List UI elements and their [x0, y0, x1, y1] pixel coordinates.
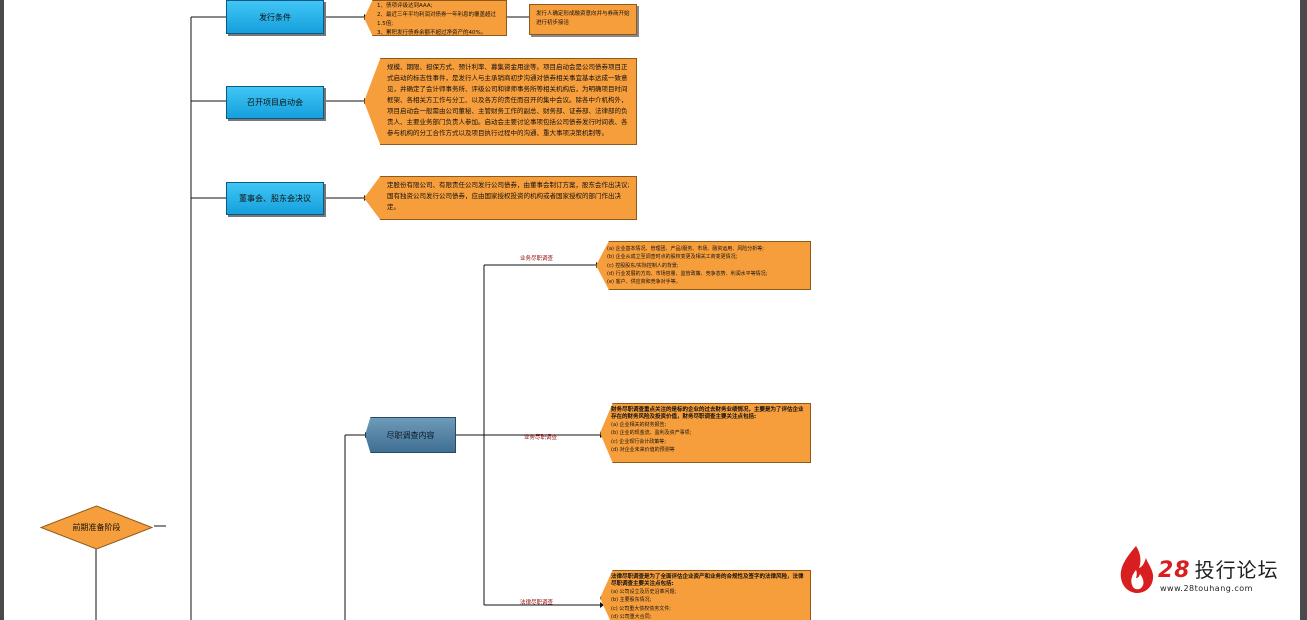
kickoff-meeting-node[interactable]: 召开项目启动会 — [226, 86, 324, 119]
pre-stage-label: 前期准备阶段 — [72, 523, 121, 532]
branch-label-business-mid: 业务尽职调查 — [524, 435, 558, 441]
issue-conditions-node[interactable]: 发行条件 — [226, 0, 324, 34]
legal-diligence-item: (b) 主要股东情况; — [611, 597, 652, 604]
legal-diligence-item: (d) 公司重大合同; — [611, 613, 652, 620]
kickoff-detail: 规模、期限、担保方式、预计利率、募集资金用途等。项目启动会是公司债券项目正式启动… — [364, 58, 637, 145]
kickoff-detail-text: 规模、期限、担保方式、预计利率、募集资金用途等。项目启动会是公司债券项目正式启动… — [387, 63, 628, 137]
finance-diligence-item: (b) 企业的现金流、盈利及资产事项; — [611, 430, 692, 437]
issue-conditions-detail: 1、债项评级达到AAA; 2、最近三年平均利润对债券一年利息的覆盖超过1.5倍;… — [364, 0, 507, 36]
board-resolution-node[interactable]: 董事会、股东会决议 — [226, 182, 324, 215]
logo-name: 投行论坛 — [1194, 558, 1279, 582]
connector-lines — [95, 14, 604, 620]
finance-diligence-heading: 财务尽职调查重点关注的是标的企业的过去财务业绩情况，主要是为了评估企业存在的财务… — [611, 407, 804, 420]
logo-url: www.28touhang.com — [1160, 584, 1253, 593]
business-diligence-detail: (a) 企业基本情况、管理团、产品/服务、市场、融资运用、风险分析等; (b) 企… — [596, 241, 811, 290]
legal-diligence-detail: 法律尽职调查是为了全面评估企业资产和业务的合规性及签字的法律风险，法律尽职调查主… — [600, 570, 811, 620]
finance-diligence-item: (a) 企业相关的财务报告; — [611, 422, 667, 428]
legal-diligence-heading: 法律尽职调查是为了全面评估企业资产和业务的合规性及签字的法律风险，法律尽职调查主… — [611, 574, 804, 587]
finance-diligence-item: (d) 对企业未来价值的预测等 — [611, 446, 675, 453]
finance-diligence-item: (c) 企业现行会计政策等; — [611, 438, 666, 445]
finance-diligence-detail: 财务尽职调查重点关注的是标的企业的过去财务业绩情况，主要是为了评估企业存在的财务… — [600, 403, 811, 463]
legal-diligence-item: (a) 公司设立及历史沿革问题; — [611, 589, 677, 595]
business-diligence-item: (b) 企业从成立至调查时点的股权变更及相关工商变更情况; — [607, 254, 738, 261]
issuer-decision-text: 发行人确定形成融资意向并与券商开始进行初步接洽 — [536, 11, 630, 26]
issuer-decision-node: 发行人确定形成融资意向并与券商开始进行初步接洽 — [529, 4, 637, 35]
branch-label-legal: 法律尽职调查 — [520, 600, 554, 606]
issue-conditions-text: 1、债项评级达到AAA; 2、最近三年平均利润对债券一年利息的覆盖超过1.5倍;… — [377, 3, 497, 36]
logo-number: 28 — [1158, 558, 1191, 583]
business-diligence-item: (c) 控股股东/实际控制人的背景; — [607, 262, 679, 269]
flame-icon — [1120, 546, 1154, 593]
diagram-canvas: 发行条件 召开项目启动会 董事会、股东会决议 1、债项评级达到AAA; 2、最近… — [4, 0, 1300, 620]
business-diligence-item: (d) 行业发展的方向、市场容量、监管政策、竞争态势、利润水平等情况; — [607, 270, 768, 277]
business-diligence-item: (e) 客户、供应商和竞争对手等。 — [607, 279, 681, 286]
due-diligence-node[interactable]: 尽职调查内容 — [365, 417, 456, 453]
business-diligence-item: (a) 企业基本情况、管理团、产品/服务、市场、融资运用、风险分析等; — [607, 246, 764, 252]
pre-stage-diamond[interactable]: 前期准备阶段 — [40, 505, 153, 550]
legal-diligence-item: (c) 公司重大债权债务文件; — [611, 605, 671, 612]
board-resolution-detail: 定股份有限公司、有限责任公司发行公司债券，由董事会制订方案，股东会作出决议;国有… — [364, 176, 637, 220]
branch-label-business-top: 业务尽职调查 — [520, 256, 554, 262]
board-resolution-detail-text: 定股份有限公司、有限责任公司发行公司债券，由董事会制订方案，股东会作出决议;国有… — [387, 181, 630, 211]
